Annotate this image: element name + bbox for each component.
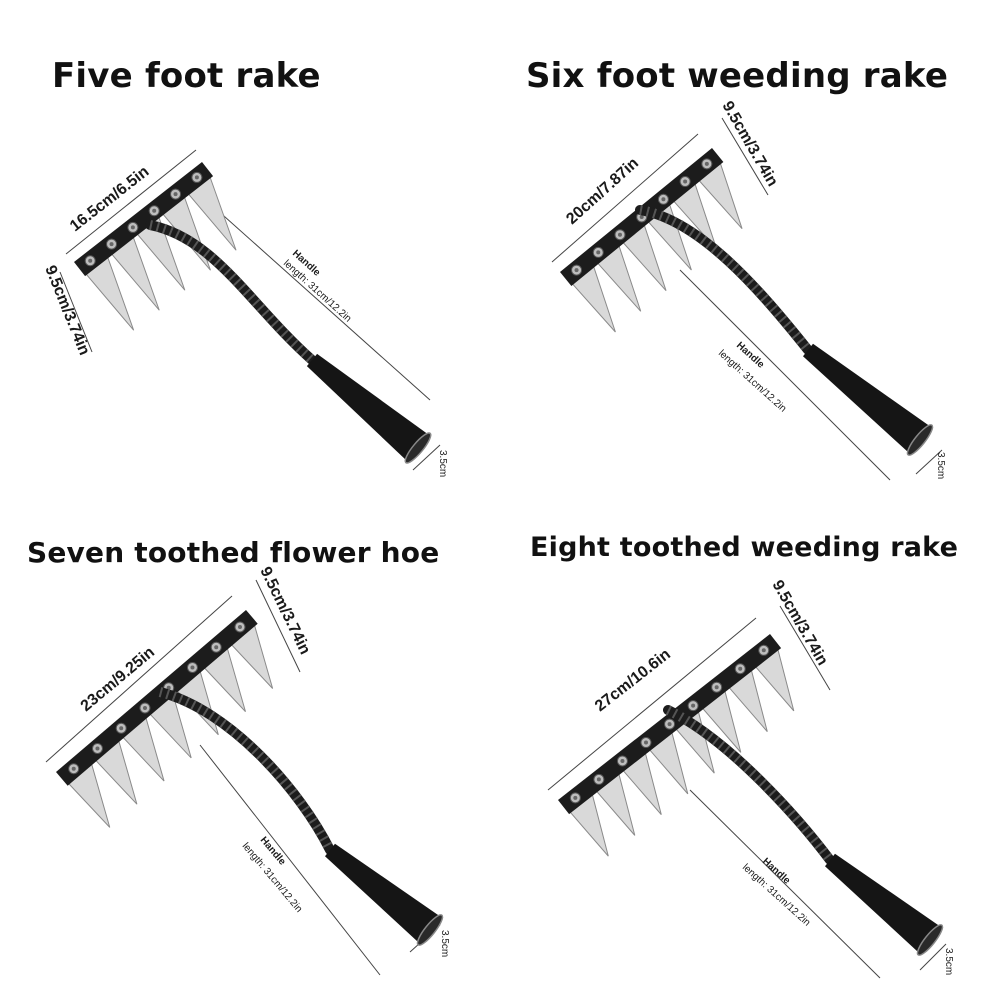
handle-grip (325, 843, 441, 944)
panel-title: Seven toothed flower hoe (27, 536, 440, 569)
panel-five-foot-rake: Five foot rake 16.5cm/6.5in 9.5cm/3.74in… (0, 0, 500, 500)
panel-title: Eight toothed weeding rake (530, 532, 959, 563)
bolt-center (620, 758, 625, 763)
grip-diameter-label: 3.5cm (943, 948, 954, 975)
panel-title: Five foot rake (52, 56, 321, 96)
handle-shaft (155, 687, 335, 855)
rake-body (56, 610, 444, 946)
bolt-center (166, 685, 171, 690)
grip-end-cap (916, 924, 944, 956)
rake-body (560, 148, 934, 456)
bolt-center (667, 722, 672, 727)
rake-body (558, 634, 944, 956)
bolt-center (142, 705, 147, 710)
tooth-length-label: 9.5cm/3.74in (719, 99, 781, 190)
handle-twist (158, 687, 335, 853)
grip-end-cap (906, 424, 934, 456)
bolt-center (596, 777, 601, 782)
grip-diameter-label: 3.5cm (439, 930, 450, 957)
tooth-length-label: 9.5cm/3.74in (256, 564, 313, 657)
bolt-center (683, 179, 688, 184)
rake-body (74, 162, 432, 464)
bolt-center (109, 242, 114, 247)
handle-shaft (635, 205, 813, 355)
bolt-center (190, 665, 195, 670)
grip-diameter-label: 3.5cm (437, 450, 448, 477)
bolt-center (691, 703, 696, 708)
bolt-center (574, 268, 579, 273)
bolt-center (237, 624, 242, 629)
handle-twist (148, 220, 316, 364)
panel-title: Six foot weeding rake (526, 56, 949, 96)
grip-end-cap (416, 914, 444, 946)
grip-end-cap (404, 432, 432, 464)
rake-image: 27cm/10.6in 9.5cm/3.74in Handle length: … (547, 578, 954, 979)
bolt-center (194, 175, 199, 180)
bolt-center (152, 208, 157, 213)
bolt-center (119, 726, 124, 731)
bolt-center (88, 258, 93, 263)
panel-eight-toothed-weeding-rake: Eight toothed weeding rake 27cm/10.6in 9… (500, 500, 1000, 1000)
handle-grip (306, 353, 429, 462)
bolt-center (71, 766, 76, 771)
handle-grip (802, 343, 931, 454)
bolt-center (617, 232, 622, 237)
bolt-center (573, 795, 578, 800)
bolt-center (761, 648, 766, 653)
handle-shaft (663, 705, 835, 865)
bolt-center (661, 197, 666, 202)
bolt-center (173, 192, 178, 197)
bolt-center (95, 746, 100, 751)
rake-image: 23cm/9.25in 9.5cm/3.74in Handle length: … (45, 564, 450, 976)
bolt-center (639, 214, 644, 219)
bolt-center (130, 225, 135, 230)
panel-six-foot-weeding-rake: Six foot weeding rake 20cm/7.87in 9.5cm/… (500, 0, 1000, 500)
bolt-center (596, 250, 601, 255)
rake-head-bar (56, 610, 258, 786)
grip-diameter-label: 3.5cm (935, 452, 946, 479)
bolt-center (214, 645, 219, 650)
bolt-center (704, 161, 709, 166)
handle-grip (825, 853, 941, 954)
rake-image: 20cm/7.87in 9.5cm/3.74in Handle length: … (551, 99, 946, 481)
width-dimension-label: 27cm/10.6in (592, 646, 674, 715)
rake-image: 16.5cm/6.5in 9.5cm/3.74in Handle length:… (41, 149, 448, 477)
bolt-center (643, 740, 648, 745)
panel-seven-toothed-flower-hoe: Seven toothed flower hoe 23cm/9.25in 9.5… (0, 500, 500, 1000)
bolt-center (738, 666, 743, 671)
bolt-center (714, 685, 719, 690)
tooth-length-label: 9.5cm/3.74in (41, 263, 92, 358)
